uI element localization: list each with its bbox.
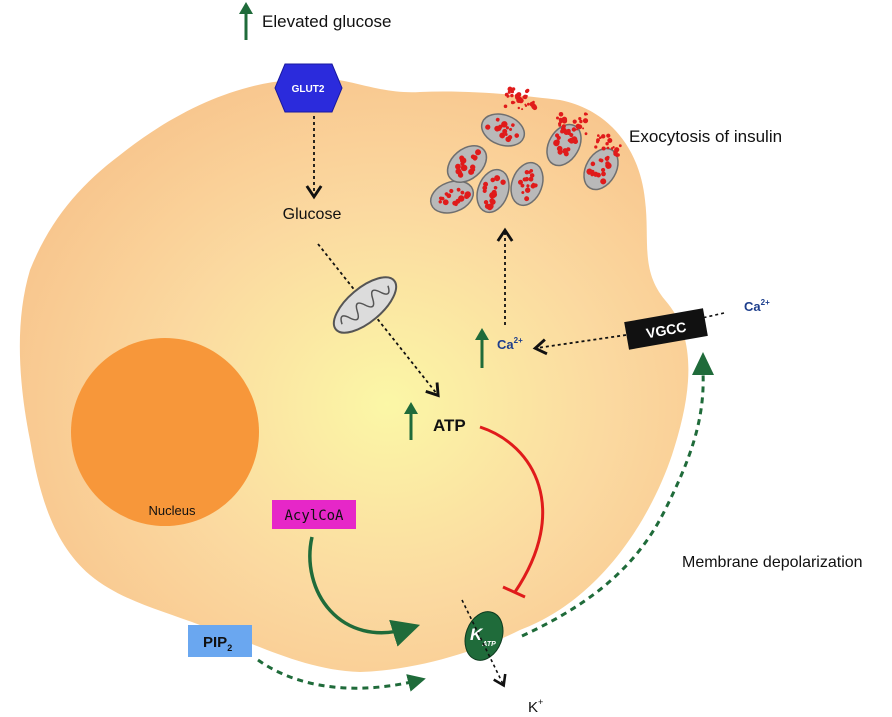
insulin-vesicle-icon xyxy=(446,145,488,183)
k-ion-label: K xyxy=(528,699,538,716)
vgcc-channel: VGCC xyxy=(624,308,708,350)
svg-text:Ca2+: Ca2+ xyxy=(497,336,523,352)
glut2-transporter: GLUT2 xyxy=(274,63,343,113)
glut2-label: GLUT2 xyxy=(292,84,325,95)
membrane-depolarization-label: Membrane depolarization xyxy=(682,554,863,571)
ca-inside-superscript: 2+ xyxy=(514,336,523,345)
up-arrow-icon xyxy=(404,402,418,440)
depolarization-arrow xyxy=(521,371,705,638)
acylcoa-to-katp-arrow xyxy=(308,536,421,647)
vgcc-to-ca-arrow xyxy=(532,334,627,356)
insulin-vesicles xyxy=(429,113,619,214)
depolarization-arrowhead xyxy=(692,352,714,375)
insulin-vesicle-icon xyxy=(583,147,619,191)
nucleus xyxy=(71,338,259,526)
pip2-label: PIP xyxy=(203,634,227,651)
up-arrow-icon xyxy=(475,328,489,368)
pip2-subscript: 2 xyxy=(227,643,232,653)
nucleus-label: Nucleus xyxy=(149,503,196,518)
acylcoa-label: AcylCoA xyxy=(284,508,344,524)
glucose-label: Glucose xyxy=(283,206,342,223)
katp-subscript: ATP xyxy=(481,641,496,648)
cell-membrane xyxy=(19,77,689,673)
exocytosis-label: Exocytosis of insulin xyxy=(629,127,782,146)
svg-text:PIP2: PIP2 xyxy=(203,634,232,653)
insulin-vesicle-icon xyxy=(476,168,510,214)
svg-text:Ca2+: Ca2+ xyxy=(744,298,770,314)
insulin-vesicle-icon xyxy=(480,113,526,147)
released-insulin xyxy=(503,86,622,157)
insulin-vesicle-icon xyxy=(429,180,475,214)
inhibition-bar xyxy=(502,585,526,599)
insulin-vesicle-icon xyxy=(510,161,544,207)
acylcoa-box: AcylCoA xyxy=(272,500,356,529)
ca-inside-label: Ca xyxy=(497,337,514,352)
pip2-box: PIP2 xyxy=(188,625,252,657)
insulin-vesicle-icon xyxy=(546,123,582,167)
ca-external-line xyxy=(701,312,725,319)
up-arrow-icon xyxy=(239,2,253,40)
glucose-to-atp-arrow xyxy=(317,243,440,398)
ca-outside-superscript: 2+ xyxy=(761,298,770,307)
pip2-to-katp-arrow xyxy=(257,658,426,692)
vgcc-label: VGCC xyxy=(645,319,688,342)
k-ion-superscript: + xyxy=(538,697,543,707)
ca-outside-label: Ca xyxy=(744,299,761,314)
mitochondrion-icon xyxy=(332,276,398,334)
svg-text:K+: K+ xyxy=(528,697,543,716)
atp-label: ATP xyxy=(433,416,466,435)
atp-inhibition-line xyxy=(479,425,545,593)
elevated-glucose-label: Elevated glucose xyxy=(262,12,391,31)
